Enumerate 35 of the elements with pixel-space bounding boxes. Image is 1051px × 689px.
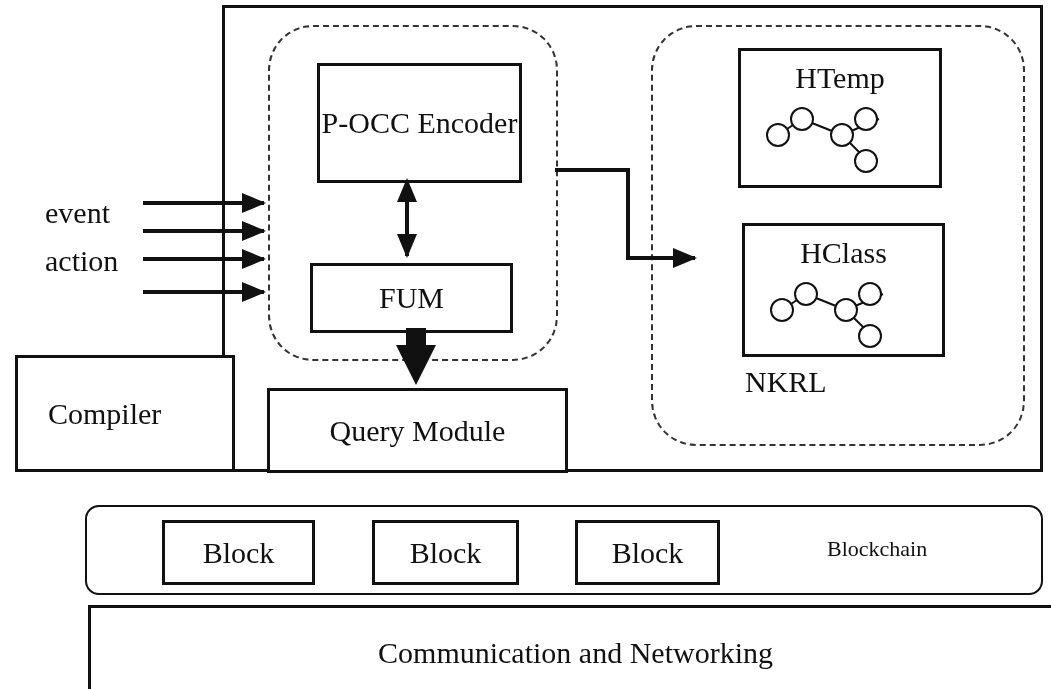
box-label: Block: [201, 535, 276, 570]
system-frame: [222, 5, 1043, 472]
box-label: Query Module: [328, 413, 507, 448]
box-label: HTemp: [794, 61, 886, 95]
group-label: NKRL: [745, 365, 827, 399]
arrow: [143, 249, 266, 269]
box-label: FUM: [378, 281, 445, 315]
input-label: event: [45, 196, 110, 230]
arrow: [143, 193, 266, 213]
module-box: [742, 223, 945, 357]
module-box: [162, 520, 315, 585]
arrow: [396, 328, 436, 385]
module-box: [317, 63, 522, 183]
module-group: [651, 25, 1025, 446]
input-label: action: [45, 244, 119, 278]
module-box: [15, 355, 235, 472]
module-box: [267, 388, 568, 473]
box-label: Compiler: [48, 396, 163, 431]
box-label: Communication and Networking: [377, 635, 774, 670]
module-box: [372, 520, 519, 585]
group-label: Blockchain: [827, 535, 928, 563]
arrow: [397, 178, 417, 258]
layer-bar: [88, 605, 1051, 689]
module-group: [268, 25, 558, 361]
layer-bar: [85, 505, 1043, 595]
arrow: [143, 282, 266, 302]
module-box: [310, 263, 513, 333]
box-label: P-OCC Encoder: [320, 106, 519, 140]
module-box: [738, 48, 942, 188]
arrow: [143, 221, 266, 241]
box-label: HClass: [799, 236, 888, 270]
box-label: Block: [408, 535, 483, 570]
box-label: Block: [610, 535, 685, 570]
arrow: [555, 168, 697, 268]
module-box: [575, 520, 720, 585]
